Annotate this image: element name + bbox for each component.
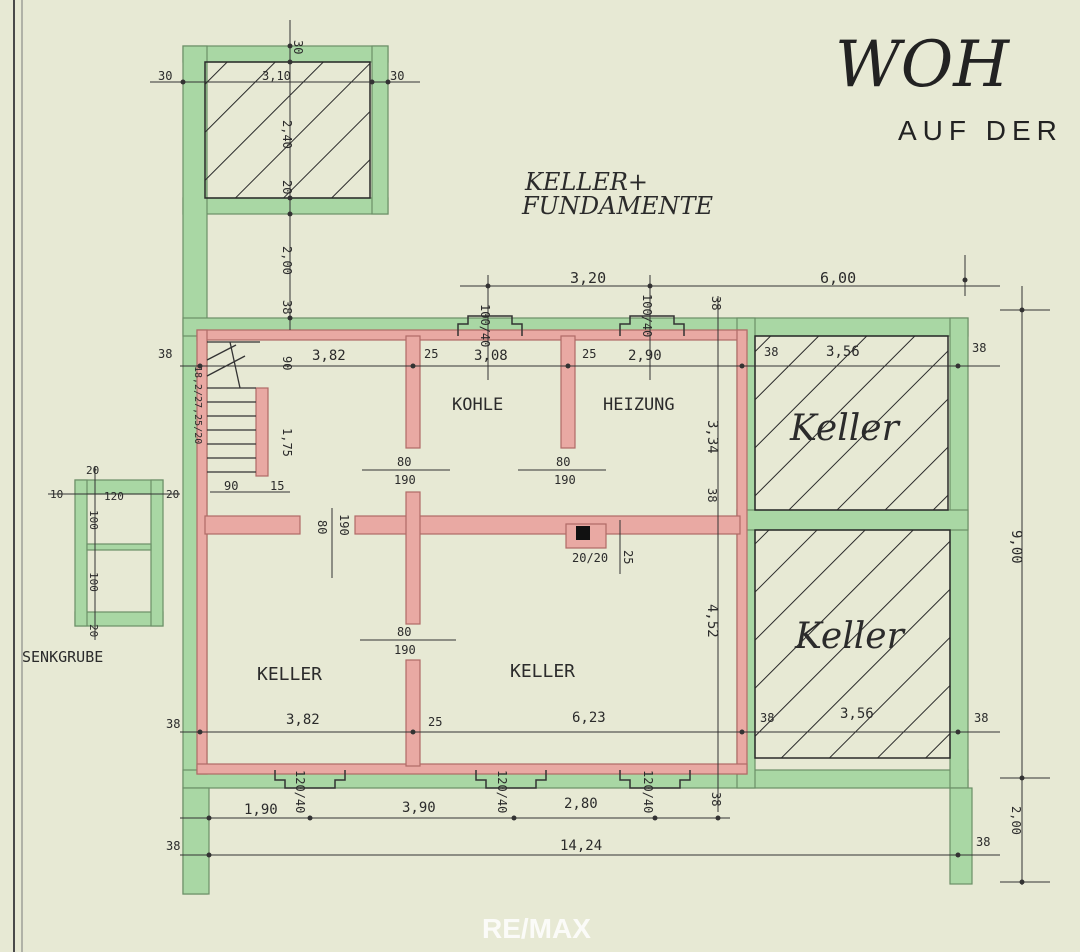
- dim-label: 1,90: [244, 802, 278, 818]
- dim-label: 90: [224, 479, 238, 493]
- dim-label: 25: [621, 550, 635, 564]
- dim-label: 25: [582, 347, 596, 361]
- dim-label: 25: [424, 347, 438, 361]
- dim-label: 38: [974, 711, 988, 725]
- dim-label: 38: [976, 835, 990, 849]
- dim-label: 30: [390, 69, 404, 83]
- dim-label: 3,08: [474, 348, 508, 364]
- dim-label: 38: [709, 296, 723, 310]
- room-label-keller-left: KELLER: [257, 664, 322, 685]
- dim-label: 120/40: [641, 770, 655, 813]
- stair-icon: [206, 341, 260, 473]
- dim-label: 38: [972, 341, 986, 355]
- dimension-ticks: [180, 43, 1025, 885]
- dim-label: 80: [397, 455, 411, 469]
- dim-label: 100: [87, 572, 100, 592]
- dim-label: 3,82: [312, 348, 346, 364]
- dim-label: 38: [280, 300, 294, 314]
- dim-label: 4,52: [704, 604, 720, 638]
- room-label-keller-mid: KELLER: [510, 661, 575, 682]
- dim-label: 38: [166, 717, 180, 731]
- dim-label: 38: [158, 347, 172, 361]
- dim-label: 2,90: [628, 348, 662, 364]
- dim-label: 18,2/27,25/20: [192, 366, 203, 444]
- dim-label: 38: [760, 711, 774, 725]
- dim-label: 3,20: [570, 269, 606, 287]
- dim-label: 3,10: [262, 69, 291, 83]
- dim-label: 80: [397, 625, 411, 639]
- dim-label: 100/40: [640, 294, 654, 337]
- room-label-keller-right-top: Keller: [789, 408, 901, 449]
- dim-label: 3,90: [402, 800, 436, 816]
- dim-label: 1,75: [280, 428, 294, 457]
- dim-label: 30: [291, 40, 305, 54]
- dim-label: 80: [315, 520, 329, 534]
- dim-label: 3,56: [840, 706, 874, 722]
- room-label-heizung: HEIZUNG: [603, 395, 675, 415]
- dim-label: 2,00: [280, 246, 294, 275]
- hatched-fill: [754, 335, 949, 511]
- dim-label: 80: [556, 455, 570, 469]
- hatched-fill: [204, 61, 371, 199]
- dim-label: 3,56: [826, 344, 860, 360]
- dim-label: 20: [86, 464, 99, 477]
- dim-label: 6,00: [820, 269, 856, 287]
- dim-label: 38: [705, 488, 719, 502]
- dim-label: 2,80: [564, 796, 598, 812]
- dim-label: 100/40: [478, 304, 492, 347]
- dim-label: 30: [158, 69, 172, 83]
- plan-heading-line2: FUNDAMENTE: [521, 192, 714, 220]
- plan-heading-line1: KELLER+: [524, 168, 648, 196]
- dim-label: 120/40: [495, 770, 509, 813]
- dim-label: 120: [104, 490, 124, 503]
- dim-label: 2,40: [280, 120, 294, 149]
- dim-label: 9,00: [1008, 530, 1024, 564]
- dim-label: 190: [394, 643, 416, 657]
- dim-label: 2,00: [1009, 806, 1023, 835]
- dim-label: 38: [166, 839, 180, 853]
- dim-label: 10: [50, 488, 63, 501]
- page-title: WOH: [835, 28, 1010, 102]
- dim-label: 14,24: [560, 838, 602, 854]
- dim-label: 3,34: [704, 420, 720, 454]
- window-symbols: [274, 315, 691, 789]
- chimney-icon: [576, 526, 590, 540]
- dim-label: 20: [87, 624, 100, 637]
- dim-label: 20: [166, 488, 179, 501]
- dim-label: 25: [428, 715, 442, 729]
- dim-label: 20: [280, 180, 294, 194]
- room-label-keller-right-bottom: Keller: [794, 616, 906, 657]
- dim-label: 190: [337, 514, 351, 536]
- dim-label: 6,23: [572, 710, 606, 726]
- dim-label: 90: [280, 356, 294, 370]
- dim-label: 15: [270, 479, 284, 493]
- dim-label: 190: [554, 473, 576, 487]
- hatched-fill: [754, 529, 951, 759]
- page-subtitle: AUF DER: [898, 115, 1063, 146]
- dim-label: 3,82: [286, 712, 320, 728]
- dim-label: 100: [87, 510, 100, 530]
- cellar-walls: [196, 329, 748, 775]
- dim-label: 120/40: [293, 770, 307, 813]
- remax-watermark: RE/MAX: [482, 913, 591, 944]
- dim-label: 38: [764, 345, 778, 359]
- dimension-lines: [48, 20, 1050, 885]
- room-label-kohle: KOHLE: [452, 395, 503, 415]
- senkgrube-label: SENKGRUBE: [22, 648, 103, 666]
- dim-label: 20/20: [572, 551, 608, 565]
- dimension-labels: 30 30 30 3,10 2,40 20 2,00 38 3,20 6,00 …: [50, 40, 1024, 854]
- dim-label: 38: [709, 792, 723, 806]
- dim-label: 190: [394, 473, 416, 487]
